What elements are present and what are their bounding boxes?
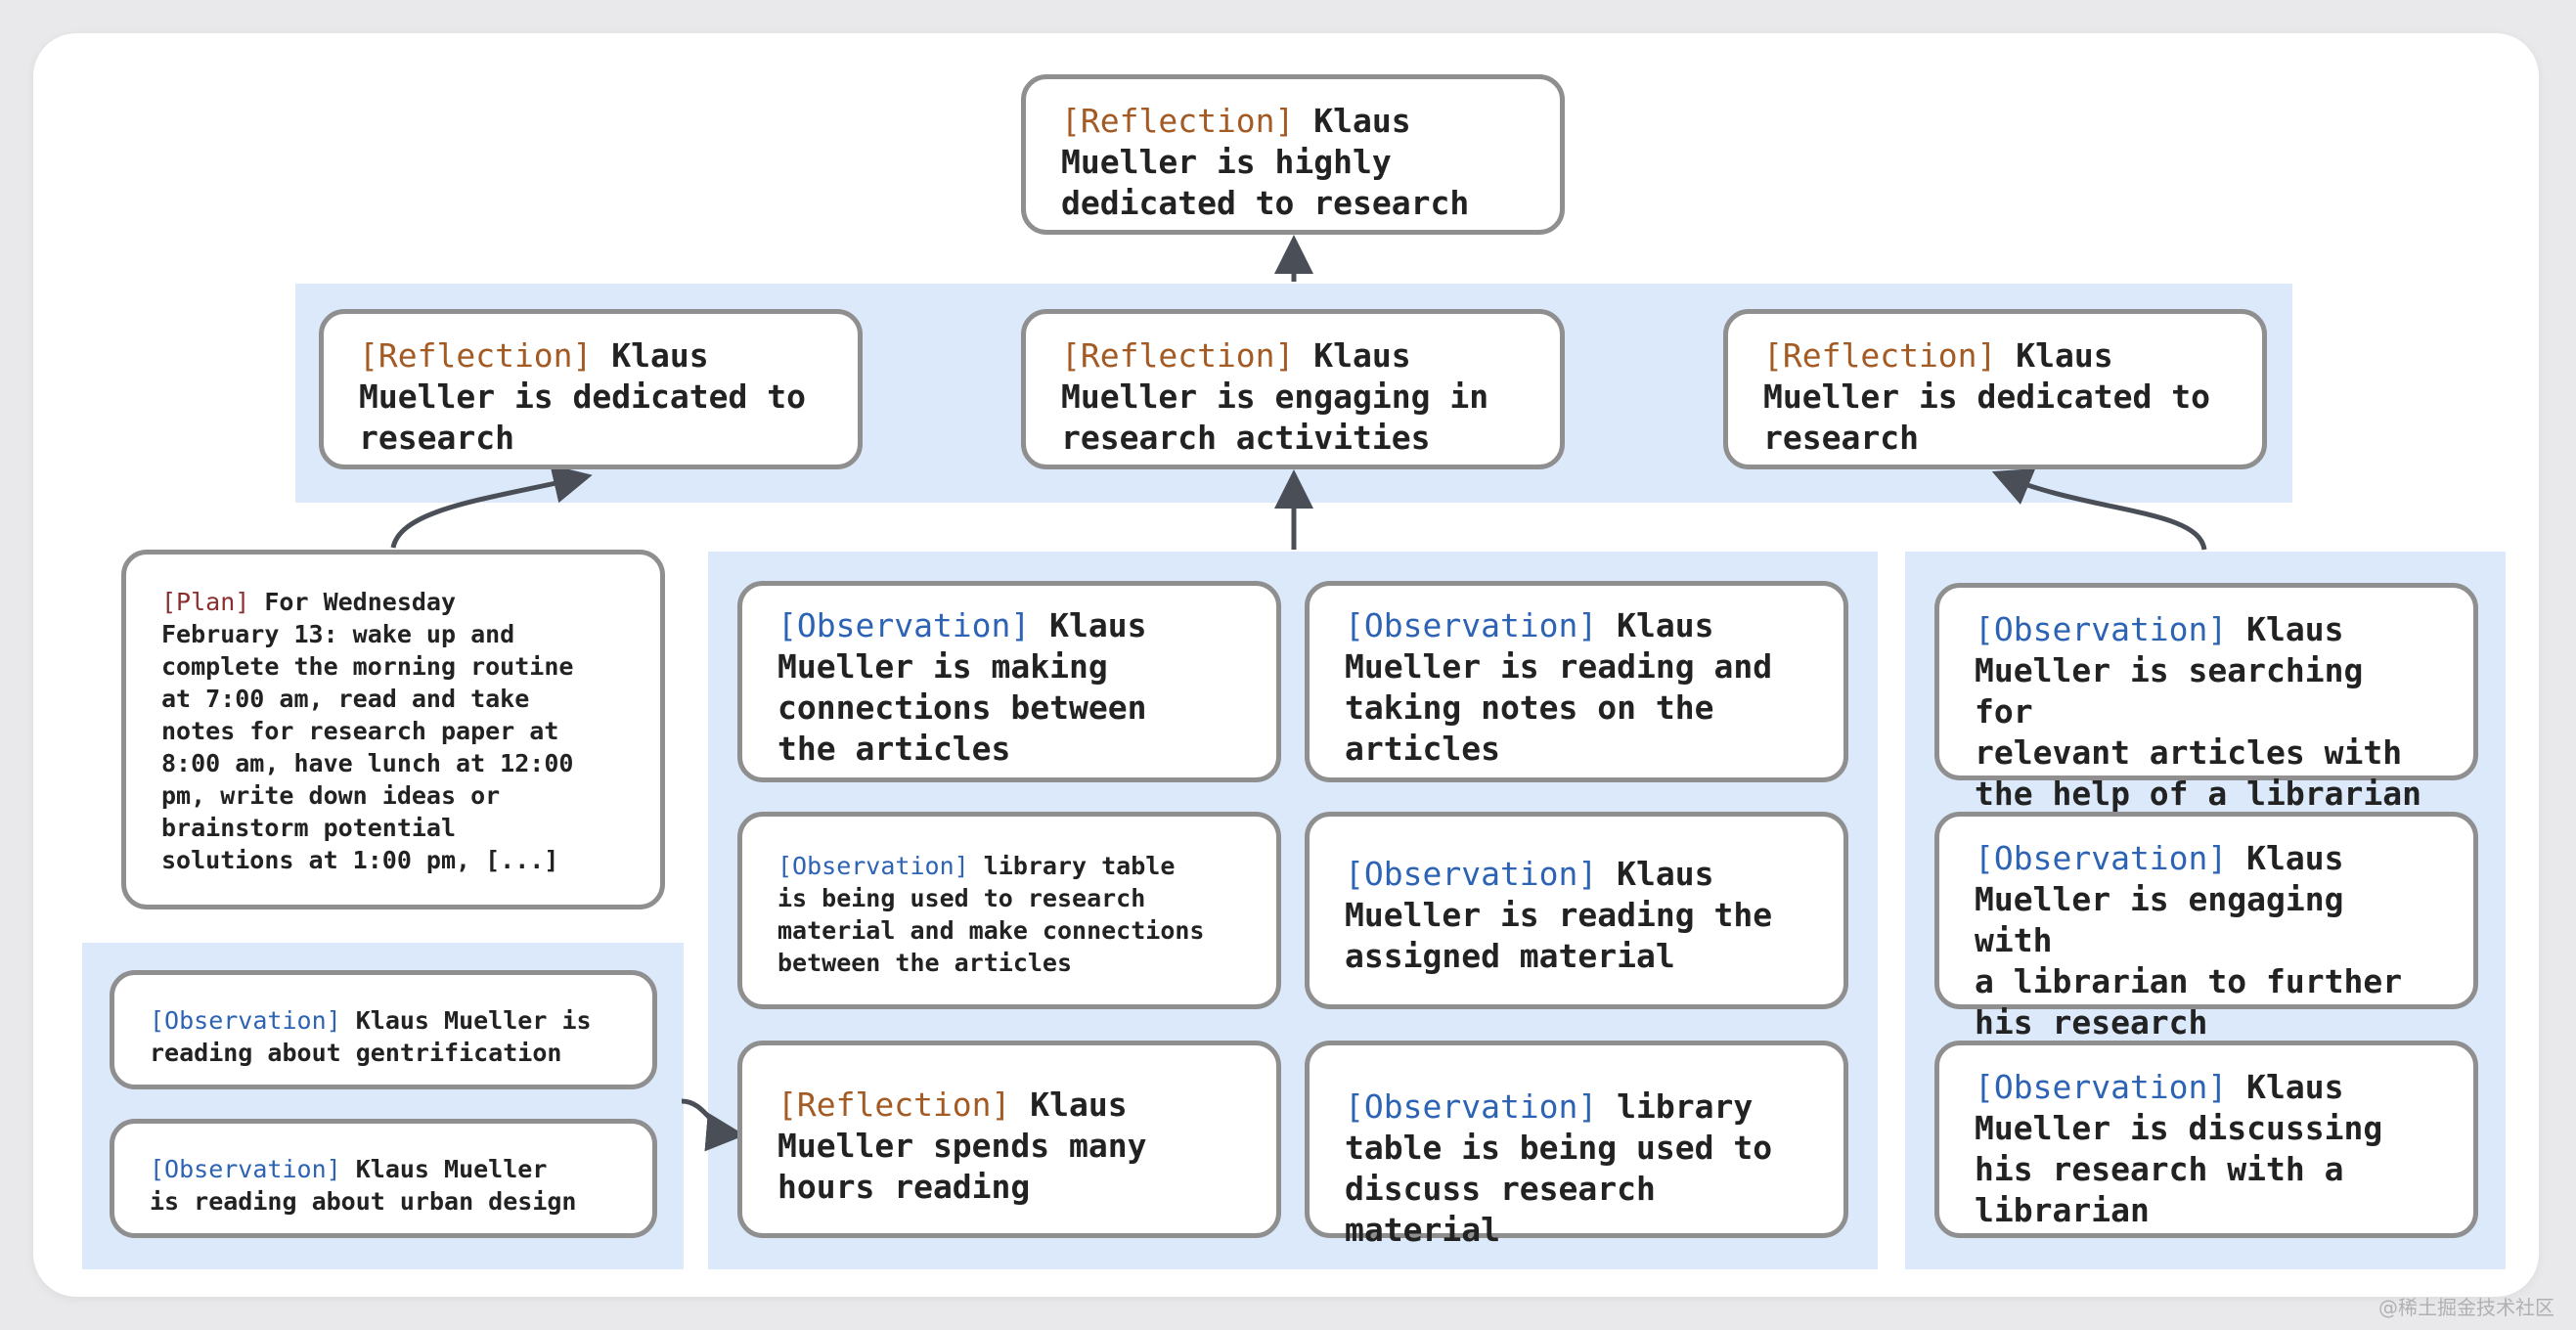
observation-tag: [Observation] xyxy=(1345,606,1598,644)
node-text: Klaus Mueller is making connections betw… xyxy=(777,606,1147,768)
plan-tag: [Plan] xyxy=(161,588,250,616)
reflection-right: [Reflection] Klaus Mueller is dedicated … xyxy=(1723,309,2267,469)
reflection-tag: [Reflection] xyxy=(1061,336,1295,375)
observation-tag: [Observation] xyxy=(150,1006,341,1035)
observation-tag: [Observation] xyxy=(777,606,1031,644)
node-text: Klaus Mueller is highly dedicated to res… xyxy=(1061,102,1470,222)
observation-engaging-librarian: [Observation] Klaus Mueller is engaging … xyxy=(1934,812,2478,1042)
node-text: Klaus Mueller is reading and taking note… xyxy=(1345,606,1773,768)
observation-library-table-research: [Observation] library table is being use… xyxy=(737,812,1281,1009)
arrow-plan-to-left xyxy=(390,465,593,549)
node-text: Klaus Mueller is reading the assigned ma… xyxy=(1345,855,1773,975)
node-text: Klaus Mueller is reading about urban des… xyxy=(150,1155,577,1216)
observation-tag: [Observation] xyxy=(1345,855,1598,893)
node-text: Klaus Mueller is discussing his research… xyxy=(1975,1068,2383,1229)
node-text: Klaus Mueller is searching for relevant … xyxy=(1975,610,2421,813)
observation-connections: [Observation] Klaus Mueller is making co… xyxy=(737,581,1281,782)
arrow-right-obs-to-right xyxy=(1991,468,2207,551)
node-text: library table is being used to discuss r… xyxy=(1345,1087,1773,1249)
node-text: library table is being used to research … xyxy=(777,852,1205,977)
node-text: For Wednesday February 13: wake up and c… xyxy=(161,588,574,874)
node-text: Klaus Mueller is engaging in research ac… xyxy=(1061,336,1489,457)
watermark: @稀土掘金技术社区 xyxy=(2378,1296,2554,1319)
reflection-middle: [Reflection] Klaus Mueller is engaging i… xyxy=(1021,309,1565,469)
node-text: Klaus Mueller is reading about gentrific… xyxy=(150,1006,592,1067)
observation-reading-notes: [Observation] Klaus Mueller is reading a… xyxy=(1305,581,1848,782)
observation-gentrification: [Observation] Klaus Mueller is reading a… xyxy=(110,970,657,1089)
observation-tag: [Observation] xyxy=(1345,1087,1598,1126)
observation-tag: [Observation] xyxy=(777,852,969,880)
reflection-left: [Reflection] Klaus Mueller is dedicated … xyxy=(319,309,863,469)
observation-tag: [Observation] xyxy=(1975,610,2228,648)
observation-tag: [Observation] xyxy=(150,1155,341,1183)
arrow-urban-to-hours xyxy=(681,1098,745,1152)
node-text: Klaus Mueller spends many hours reading xyxy=(777,1086,1147,1206)
observation-tag: [Observation] xyxy=(1975,1068,2228,1106)
plan-node: [Plan] For Wednesday February 13: wake u… xyxy=(121,550,665,909)
reflection-tag: [Reflection] xyxy=(1763,336,1997,375)
node-text: Klaus Mueller is engaging with a librari… xyxy=(1975,839,2403,1042)
reflection-tag: [Reflection] xyxy=(1061,102,1295,140)
reflection-top: [Reflection] Klaus Mueller is highly ded… xyxy=(1021,74,1565,235)
observation-library-discuss: [Observation] library table is being use… xyxy=(1305,1041,1848,1249)
observation-tag: [Observation] xyxy=(1975,839,2228,877)
reflection-tag: [Reflection] xyxy=(777,1086,1011,1124)
node-text: Klaus Mueller is dedicated to research xyxy=(1763,336,2210,457)
observation-assigned-material: [Observation] Klaus Mueller is reading t… xyxy=(1305,812,1848,1009)
reflection-tag: [Reflection] xyxy=(359,336,593,375)
observation-searching-articles: [Observation] Klaus Mueller is searching… xyxy=(1934,583,2478,813)
observation-urban-design: [Observation] Klaus Mueller is reading a… xyxy=(110,1119,657,1238)
observation-discussing-research: [Observation] Klaus Mueller is discussin… xyxy=(1934,1041,2478,1238)
node-text: Klaus Mueller is dedicated to research xyxy=(359,336,806,457)
reflection-hours-reading: [Reflection] Klaus Mueller spends many h… xyxy=(737,1041,1281,1238)
